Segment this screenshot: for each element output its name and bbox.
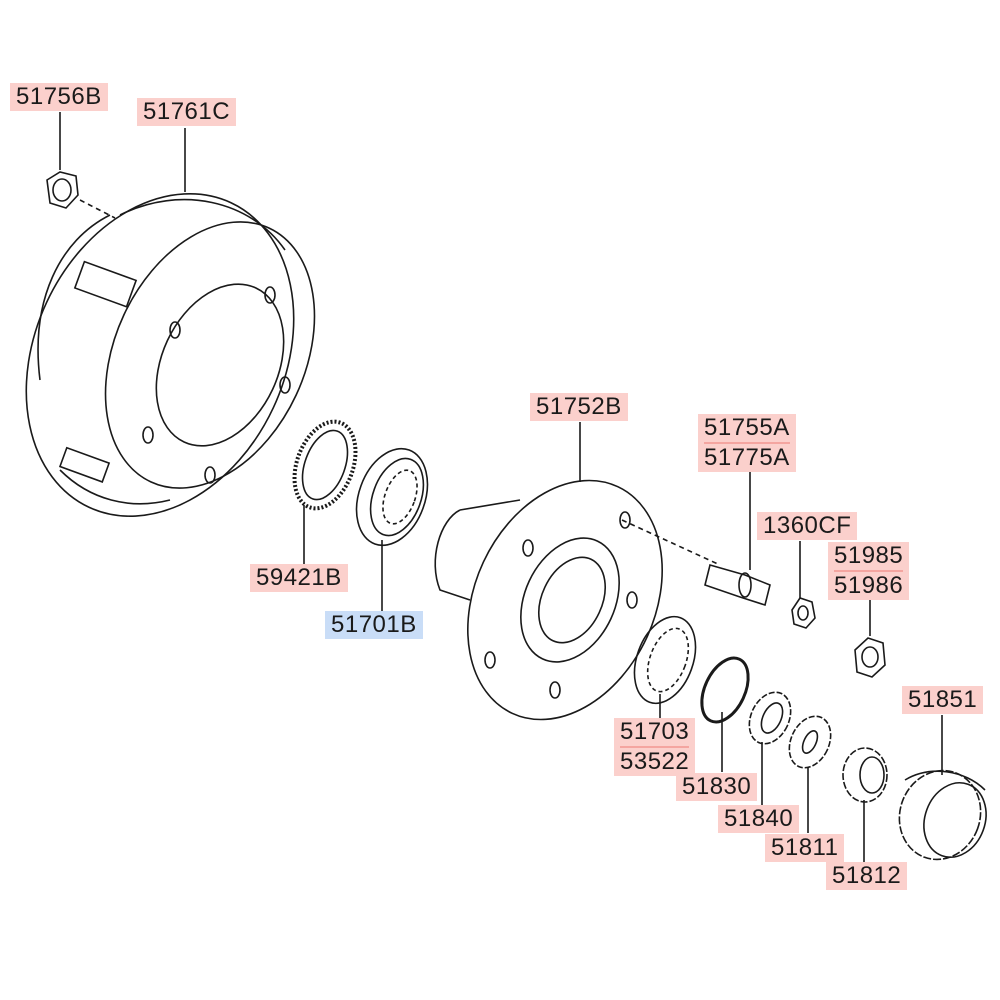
spacer-drawing xyxy=(748,691,792,745)
part-label-51830[interactable]: 51830 xyxy=(676,773,758,801)
part-number: 51755A xyxy=(704,414,790,441)
hub-cap-drawing xyxy=(898,769,987,861)
washer-drawing xyxy=(791,597,816,629)
part-label-51756B[interactable]: 51756B xyxy=(10,83,108,111)
part-number: 51701B xyxy=(331,611,417,638)
outer-bearing-drawing xyxy=(633,615,697,705)
part-number: 51812 xyxy=(832,862,902,889)
part-number: 51851 xyxy=(908,686,978,713)
wheel-nut-drawing xyxy=(46,171,79,209)
part-number: 51985 xyxy=(834,542,904,569)
tone-wheel-drawing xyxy=(292,419,358,511)
leader-lines xyxy=(59,112,943,862)
part-number: 51756B xyxy=(16,83,102,110)
brake-drum-drawing xyxy=(25,193,316,517)
inner-bearing-drawing xyxy=(355,447,429,547)
part-number: 51840 xyxy=(724,805,794,832)
hub-bolt-drawing xyxy=(704,564,771,607)
part-label-51701B[interactable]: 51701B xyxy=(325,611,423,639)
thrust-washer-drawing xyxy=(788,715,832,769)
part-label-51752B[interactable]: 51752B xyxy=(530,393,628,421)
part-number: 1360CF xyxy=(763,512,852,539)
part-number: 51830 xyxy=(682,773,752,800)
part-number: 51703 xyxy=(620,718,690,745)
part-number: 53522 xyxy=(620,746,690,775)
part-label-51761C[interactable]: 51761C xyxy=(137,98,237,126)
part-number: 51761C xyxy=(143,98,231,125)
part-number: 51986 xyxy=(834,570,904,599)
part-label-59421B[interactable]: 59421B xyxy=(250,564,348,592)
part-number: 59421B xyxy=(256,564,342,591)
snap-ring-drawing xyxy=(700,656,750,724)
part-label-51840[interactable]: 51840 xyxy=(718,805,800,833)
nut-drawing xyxy=(854,637,886,678)
part-label-51812[interactable]: 51812 xyxy=(826,862,908,890)
wheel-hub-drawing xyxy=(434,479,663,721)
part-number: 51752B xyxy=(536,393,622,420)
part-label-51811[interactable]: 51811 xyxy=(765,834,845,862)
part-number: 51775A xyxy=(704,442,790,471)
lock-nut-drawing xyxy=(842,747,888,803)
part-label-51851[interactable]: 51851 xyxy=(902,686,984,714)
part-label-1360CF[interactable]: 1360CF xyxy=(757,512,858,540)
part-number: 51811 xyxy=(771,834,839,861)
